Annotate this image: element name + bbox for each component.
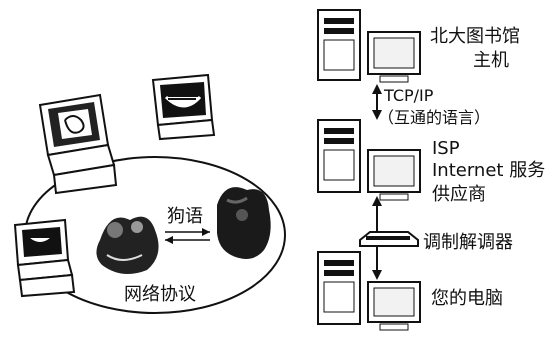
isp-label-line1: ISP [432,138,460,159]
isp-label-line2: Internet 服务 [432,160,546,181]
pc-label: 您的电脑 [431,288,503,309]
modem-icon [359,231,419,247]
dog-language-label: 狗语 [167,206,203,227]
modem-label: 调制解调器 [423,232,513,253]
host-label-line1: 北大图书馆 [430,26,520,47]
crt-monitor-icon [367,31,421,83]
crt-monitor-icon [367,149,421,201]
dog-photo-icon [217,187,271,259]
protocol-label-line2: （互通的语言） [378,108,491,127]
computer-cartoon-icon [13,218,76,298]
computer-cartoon-icon [151,73,216,141]
crt-monitor-icon [367,281,421,331]
host-label-line2: 主机 [473,50,509,71]
isp-label-line3: 供应商 [432,184,486,205]
server-tower-icon [317,9,361,81]
computer-cartoon-icon [38,93,118,195]
protocol-label-line1: TCP/IP [384,86,434,105]
ellipse-label: 网络协议 [124,284,196,305]
dog-photo-icon [96,216,159,274]
server-tower-icon [317,119,361,193]
server-tower-icon [317,251,361,325]
